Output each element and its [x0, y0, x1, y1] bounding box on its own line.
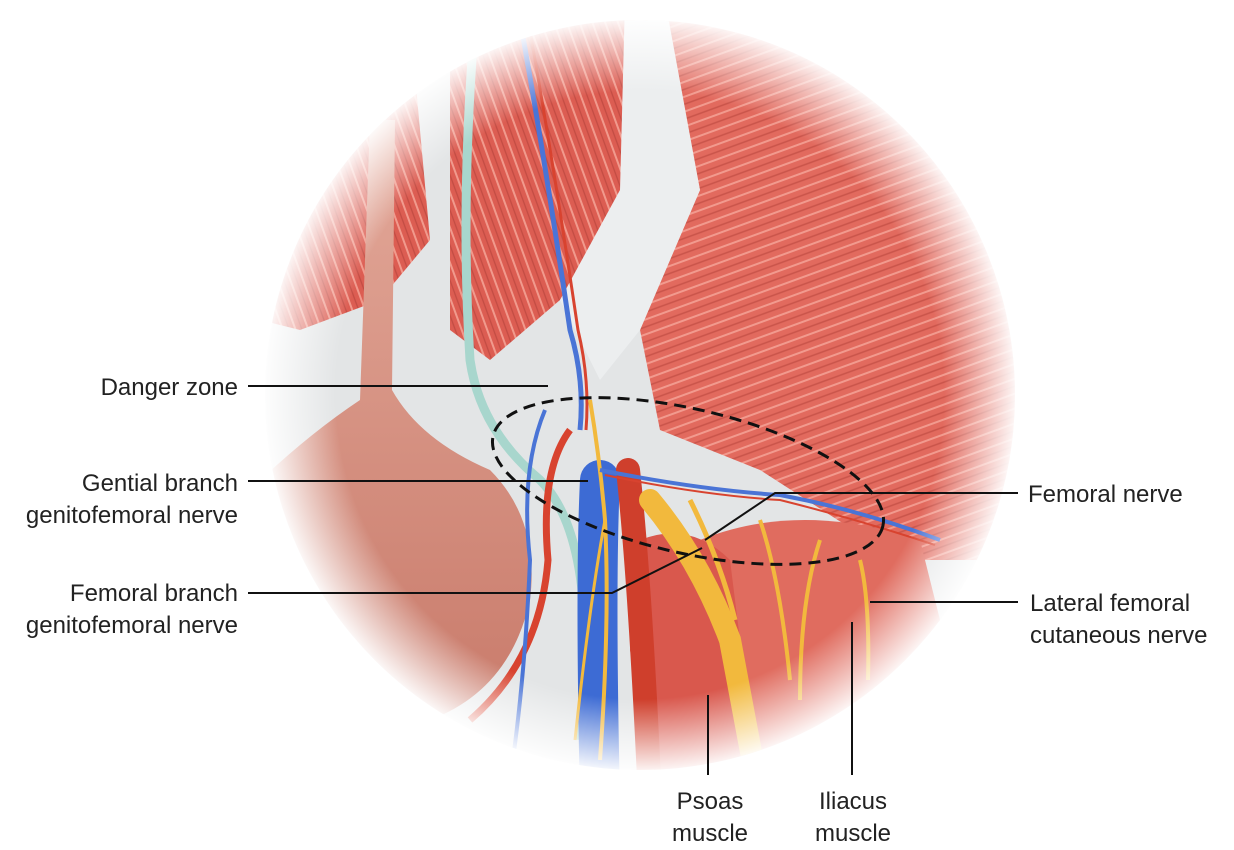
- label-genital-branch: Gential branch genitofemoral nerve: [25, 470, 238, 529]
- label-iliacus: Iliacus muscle: [814, 788, 892, 847]
- leader-femoral-branch: [248, 547, 703, 594]
- vignette: [260, 15, 1020, 775]
- danger-zone-outline: [490, 396, 886, 566]
- label-femoral-branch: Femoral branch genitofemoral nerve: [25, 580, 238, 639]
- label-femoral-nerve: Femoral nerve: [1028, 481, 1183, 508]
- label-danger-zone: Danger zone: [100, 374, 238, 401]
- leader-lines: [248, 385, 1018, 775]
- label-lateral-femoral: Lateral femoral cutaneous nerve: [1030, 590, 1208, 649]
- leader-femoral-nerve: [704, 492, 1018, 541]
- label-psoas: Psoas muscle: [671, 788, 749, 847]
